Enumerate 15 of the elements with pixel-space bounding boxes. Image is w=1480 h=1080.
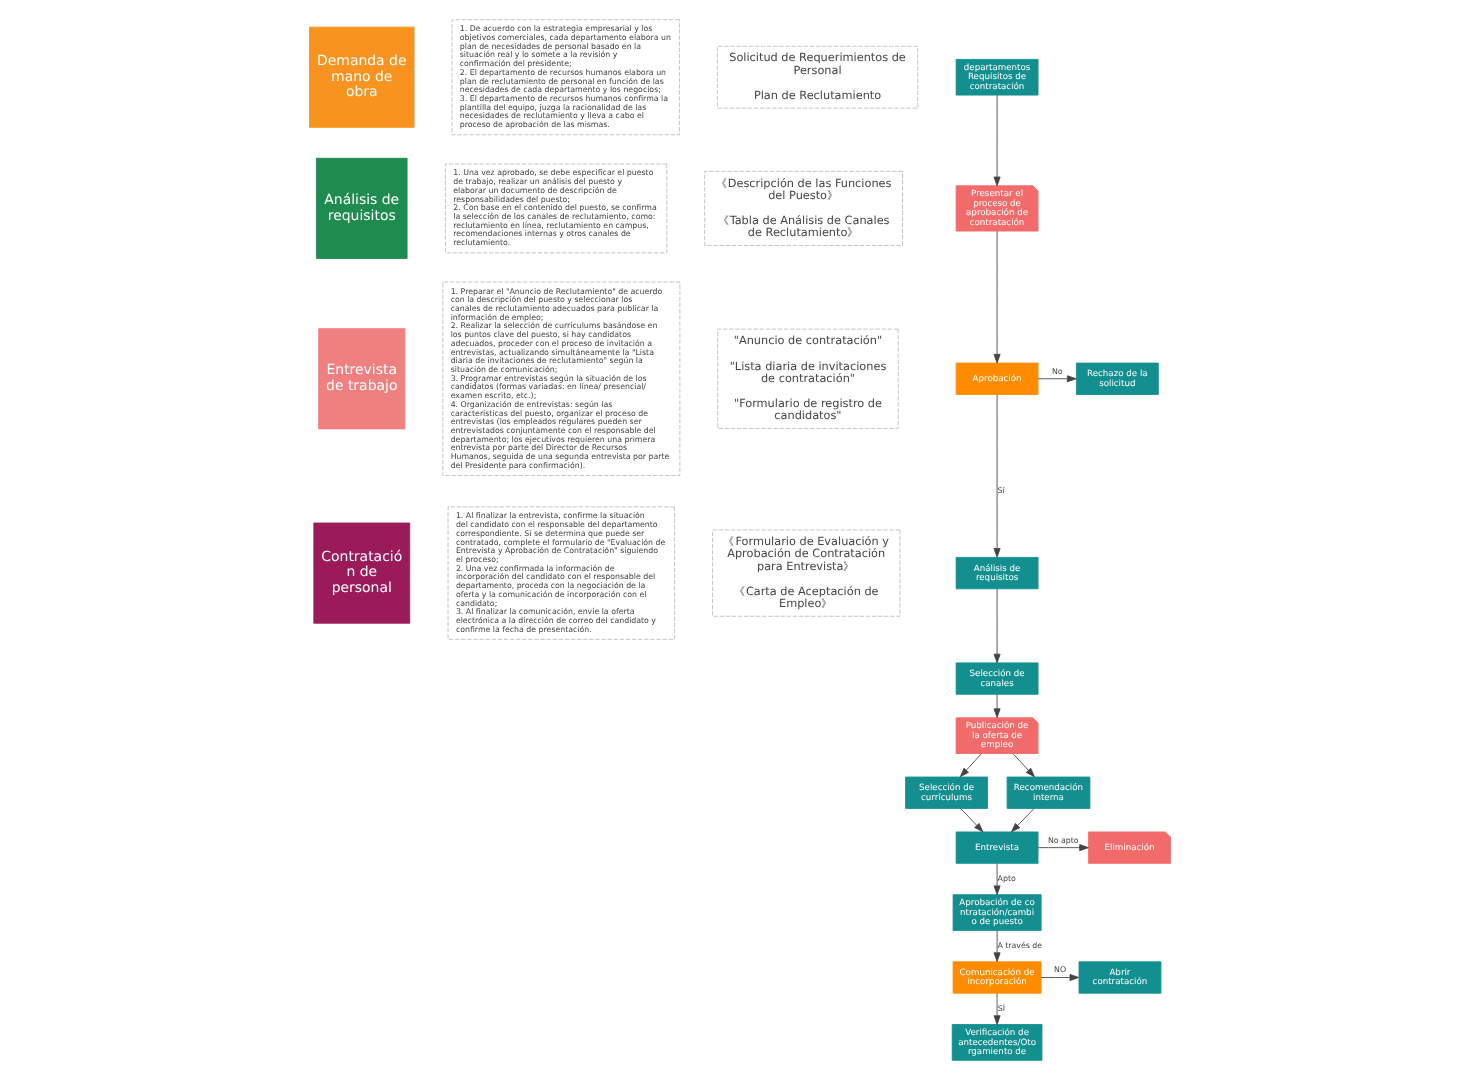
arrow (1037, 375, 1077, 383)
arrow (1040, 974, 1080, 981)
arrow (959, 753, 982, 778)
arrow (993, 588, 1001, 664)
arrow (1011, 808, 1035, 833)
arrow (993, 992, 1001, 1025)
arrow (993, 863, 1001, 896)
arrow (1012, 753, 1035, 778)
arrow (993, 94, 1001, 187)
arrow (993, 930, 1001, 962)
arrow (993, 230, 1001, 364)
arrow (993, 394, 1001, 558)
arrow (1037, 844, 1089, 852)
arrow (993, 693, 1001, 718)
arrow (960, 808, 984, 833)
